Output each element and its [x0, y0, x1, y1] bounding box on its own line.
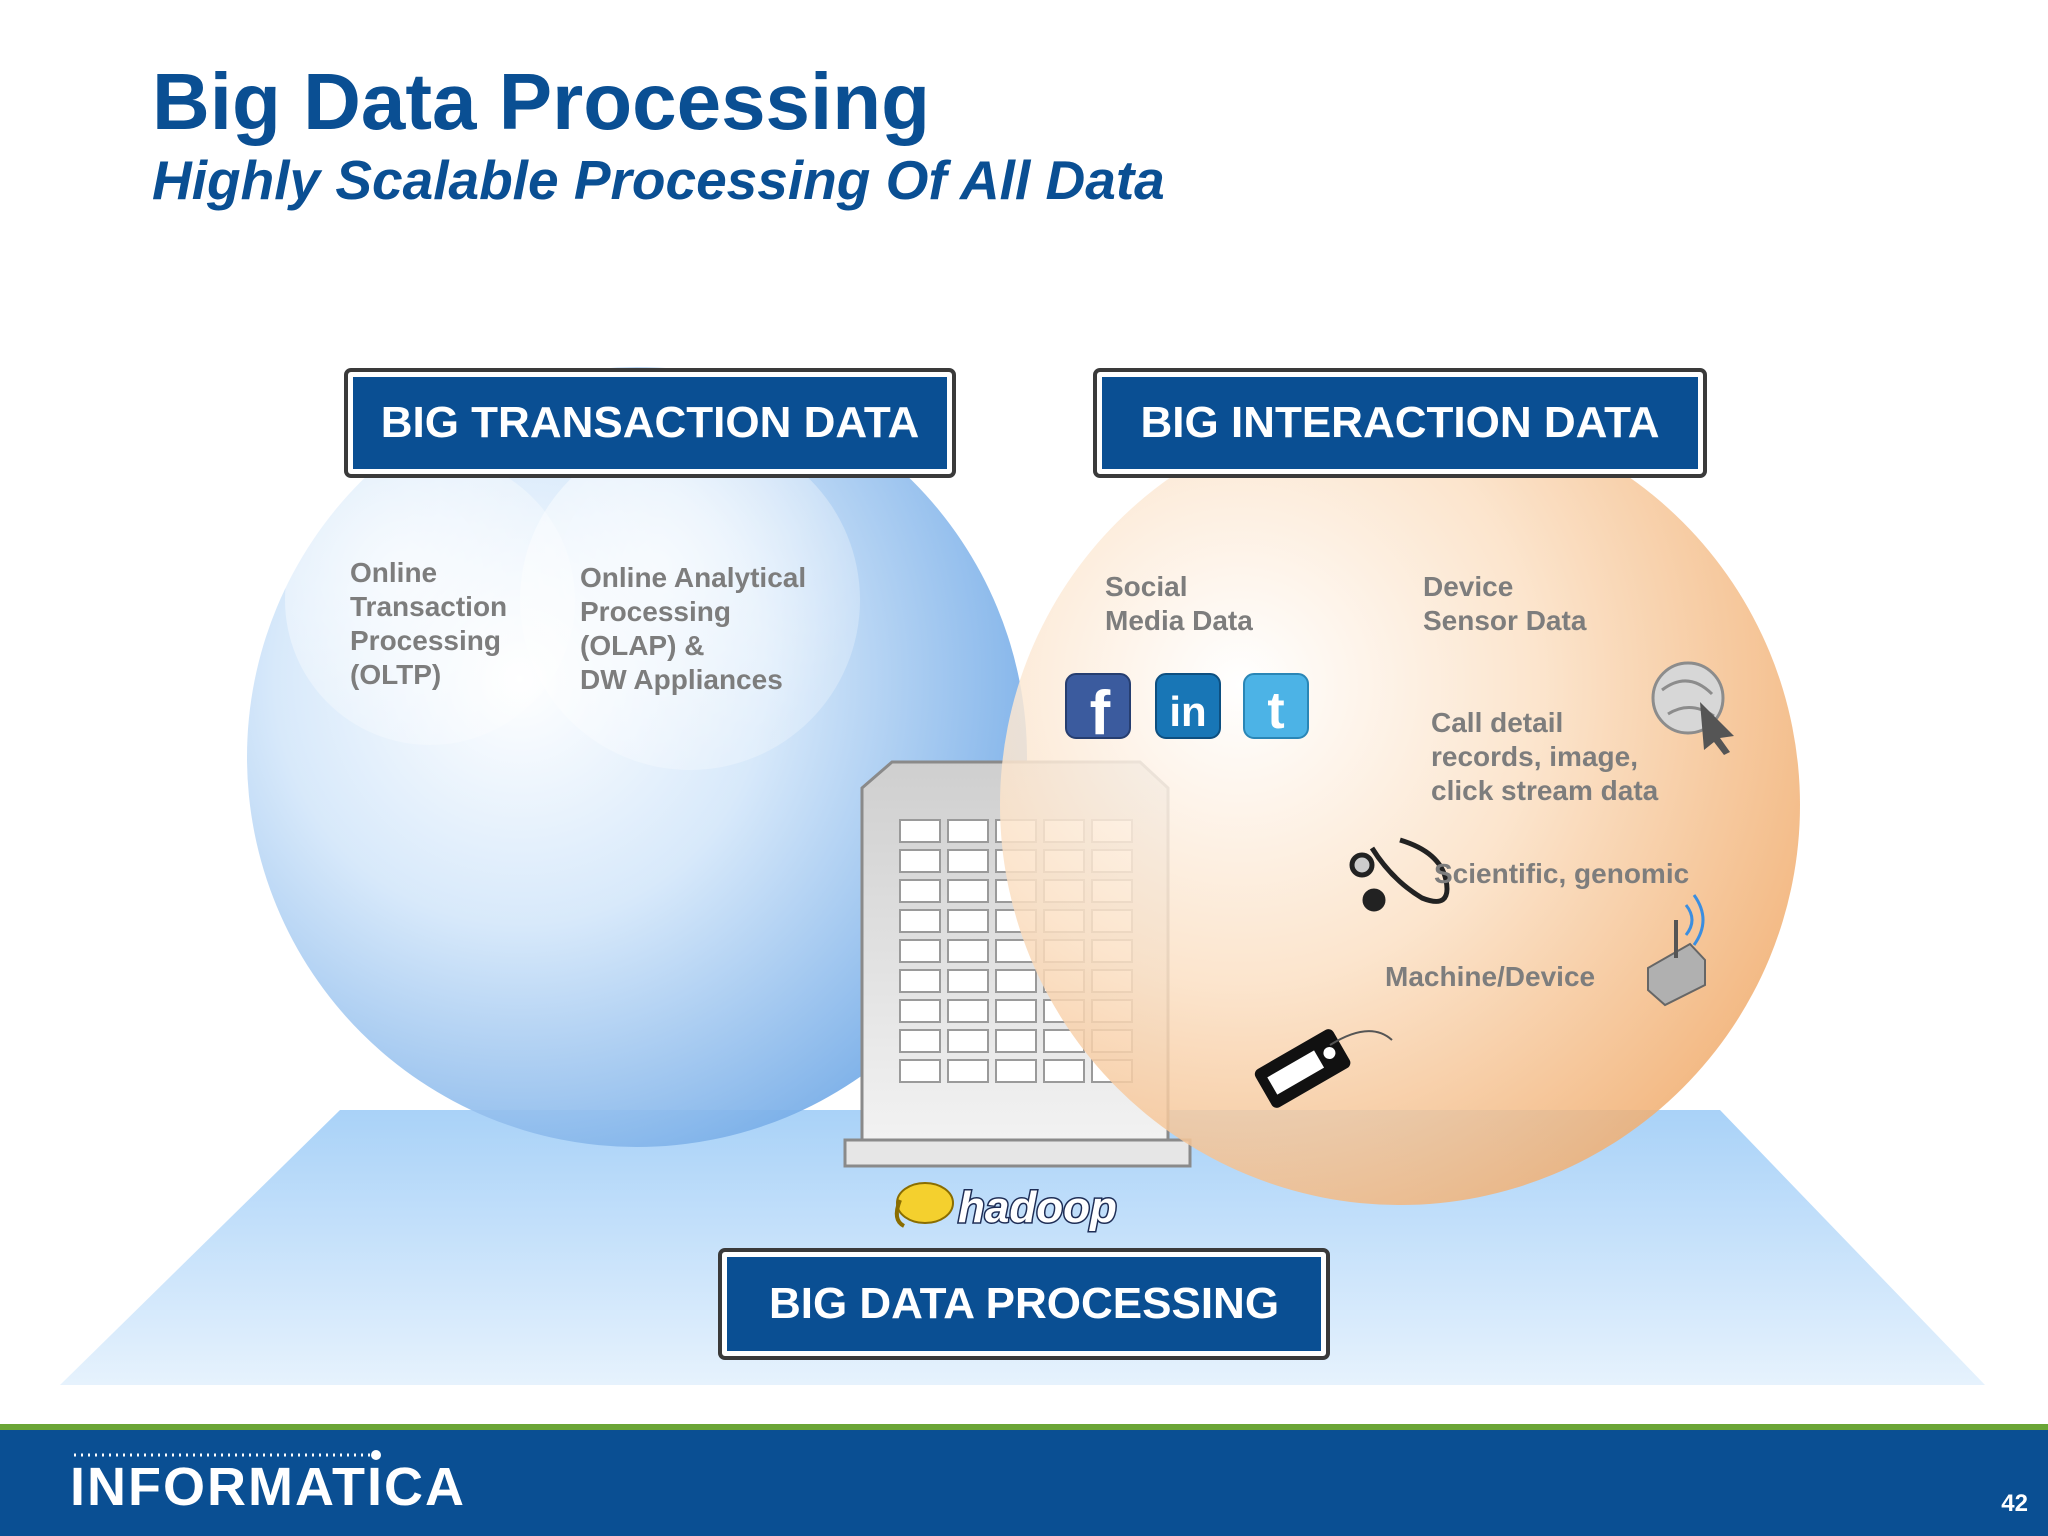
- globe-cursor-icon: [1651, 661, 1734, 755]
- building-window: [947, 879, 989, 903]
- machine-device-label: Machine/Device: [1385, 961, 1596, 992]
- interaction-data-title: BIG INTERACTION DATA: [1102, 377, 1698, 469]
- building-window: [899, 939, 941, 963]
- social-media-label: Social Media Data: [1105, 571, 1253, 636]
- building-window: [899, 909, 941, 933]
- logo-dotted-line: [74, 1450, 381, 1460]
- footer-bar: [0, 1424, 2048, 1536]
- svg-text:f: f: [1090, 679, 1111, 748]
- oltp-label: Online Transaction Processing (OLTP): [350, 557, 508, 690]
- building-window: [899, 999, 941, 1023]
- building-window: [899, 849, 941, 873]
- call-detail-label: Call detail records, image, click stream…: [1431, 707, 1659, 806]
- building-window: [899, 969, 941, 993]
- sensor-data-label: Device Sensor Data: [1423, 571, 1587, 636]
- svg-text:t: t: [1267, 682, 1284, 740]
- building-window: [995, 999, 1037, 1023]
- building-window: [947, 939, 989, 963]
- building-window: [947, 819, 989, 843]
- olap-bubble: [520, 430, 860, 770]
- informatica-logo: INFORMATICA: [70, 1448, 470, 1518]
- building-window: [947, 1059, 989, 1083]
- twitter-icon: t: [1243, 673, 1309, 740]
- svg-text:in: in: [1169, 688, 1206, 735]
- page-number: 42: [2001, 1490, 2028, 1517]
- page-title: Big Data Processing: [152, 57, 931, 146]
- linkedin-icon: in: [1155, 673, 1221, 739]
- page-subtitle: Highly Scalable Processing Of All Data: [152, 149, 1165, 211]
- building-window: [947, 969, 989, 993]
- transaction-data-title: BIG TRANSACTION DATA: [353, 377, 947, 469]
- building-window: [899, 819, 941, 843]
- building-window: [899, 1029, 941, 1053]
- processing-box: BIG DATA PROCESSING: [718, 1248, 1330, 1360]
- building-window: [947, 909, 989, 933]
- logo-wordmark: INFORMATICA: [70, 1457, 466, 1517]
- processing-title: BIG DATA PROCESSING: [727, 1257, 1321, 1351]
- building-window: [899, 879, 941, 903]
- olap-label: Online Analytical Processing (OLAP) & DW…: [580, 562, 807, 695]
- hadoop-elephant-icon: [894, 1182, 954, 1228]
- facebook-icon: f: [1065, 673, 1131, 748]
- building-window: [947, 849, 989, 873]
- rfid-tag-icon: [1254, 1029, 1393, 1108]
- oltp-bubble: [285, 455, 575, 745]
- stethoscope-icon: [1349, 837, 1450, 912]
- hadoop-logo-text: hadoop: [958, 1183, 1117, 1232]
- building-window: [947, 1029, 989, 1053]
- transaction-data-box: BIG TRANSACTION DATA: [344, 368, 956, 478]
- interaction-circle: [1000, 405, 1800, 1205]
- building-window: [947, 999, 989, 1023]
- building-window: [1043, 1059, 1085, 1083]
- building-window: [899, 1059, 941, 1083]
- interaction-data-box: BIG INTERACTION DATA: [1093, 368, 1707, 478]
- building-window: [995, 1029, 1037, 1053]
- building-window: [995, 969, 1037, 993]
- scientific-label: Scientific, genomic: [1434, 858, 1690, 889]
- antenna-device-icon: [1647, 894, 1706, 1007]
- building-window: [995, 1059, 1037, 1083]
